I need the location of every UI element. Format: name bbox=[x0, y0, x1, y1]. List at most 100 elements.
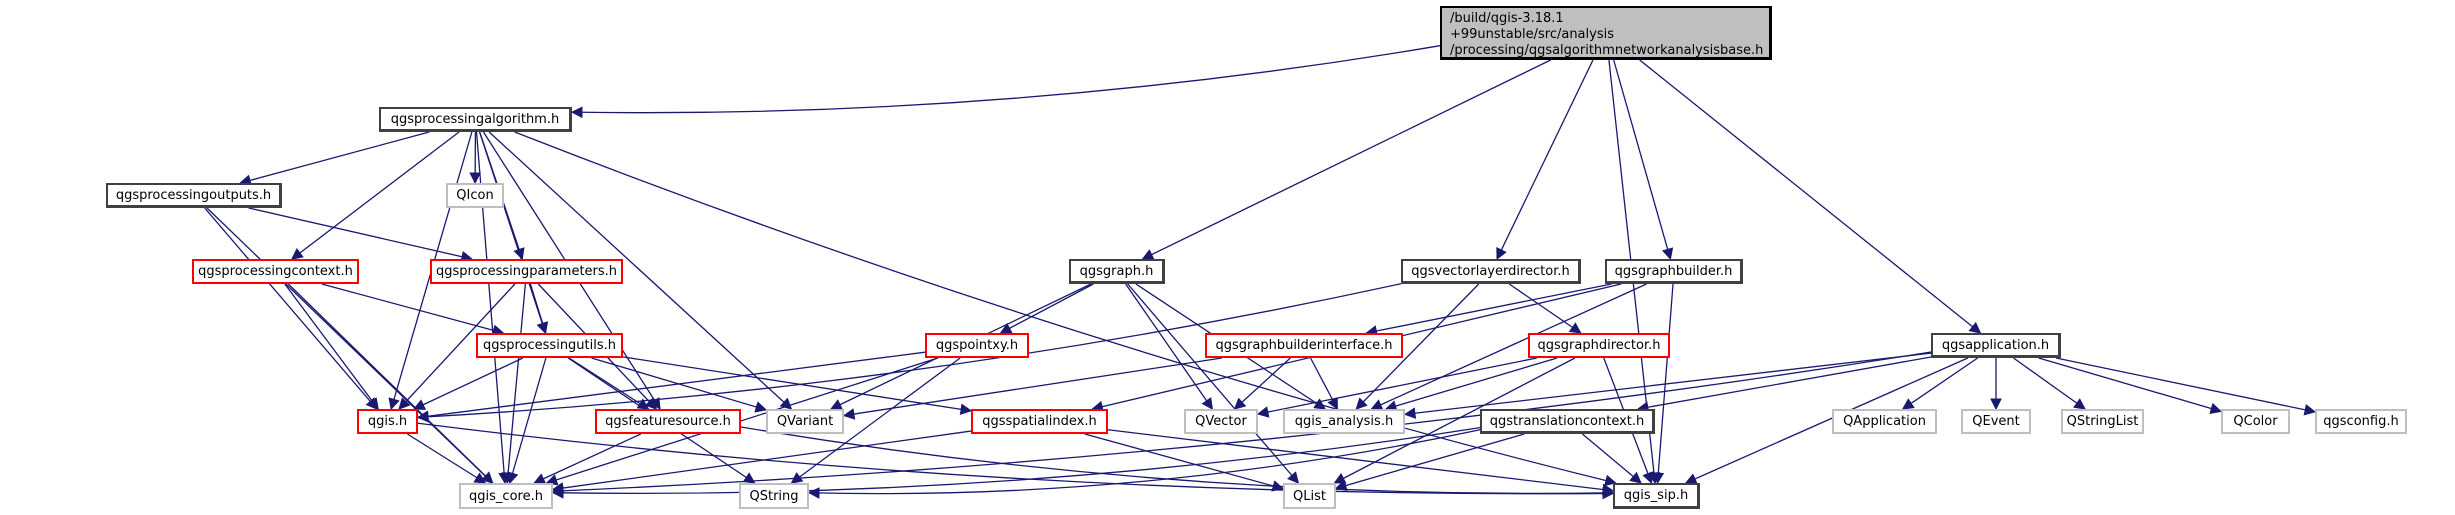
node-qapplication[interactable]: QApplication bbox=[1832, 409, 1937, 434]
node-spidx[interactable]: qgsspatialindex.h bbox=[971, 409, 1108, 434]
edge-alg-to-core bbox=[475, 131, 510, 485]
edge-alg-to-utils bbox=[478, 131, 548, 335]
edge-spidx-to-qlist bbox=[1084, 433, 1285, 492]
node-label: QString bbox=[749, 488, 799, 504]
edge-vld-to-analysis bbox=[1355, 283, 1480, 410]
node-app[interactable]: qgsapplication.h bbox=[1931, 333, 2061, 358]
node-label: QIcon bbox=[456, 188, 494, 203]
edge-gbi-to-qvector bbox=[1233, 357, 1291, 410]
node-core[interactable]: qgis_core.h bbox=[459, 483, 553, 509]
node-vld[interactable]: qgsvectorlayerdirector.h bbox=[1401, 259, 1581, 284]
node-label: qgsvectorlayerdirector.h bbox=[1411, 263, 1570, 279]
node-utils[interactable]: qgsprocessingutils.h bbox=[476, 333, 623, 358]
edge-params-to-utils bbox=[529, 283, 549, 335]
node-label: qgsprocessingparameters.h bbox=[435, 264, 618, 279]
node-label: qgspointxy.h bbox=[935, 338, 1019, 353]
node-qvariant[interactable]: QVariant bbox=[766, 409, 844, 434]
root-file-label: /build/qgis-3.18.1 +99unstable/src/analy… bbox=[1450, 11, 1764, 58]
node-alg[interactable]: qgsprocessingalgorithm.h bbox=[379, 107, 572, 132]
edge-outputs-to-qgis bbox=[204, 207, 378, 410]
edge-root-to-app bbox=[1639, 59, 1982, 334]
node-gb[interactable]: qgsgraphbuilder.h bbox=[1605, 259, 1743, 284]
node-label: QColor bbox=[2233, 414, 2278, 429]
edge-graph-to-pointxy bbox=[999, 283, 1094, 334]
node-qgsconfig[interactable]: qgsconfig.h bbox=[2315, 409, 2407, 434]
node-params[interactable]: qgsprocessingparameters.h bbox=[430, 259, 623, 284]
edge-outputs-to-params bbox=[248, 207, 473, 263]
edge-context-to-qgis bbox=[284, 283, 379, 410]
node-graph[interactable]: qgsgraph.h bbox=[1069, 259, 1165, 284]
edge-trctx-to-core bbox=[551, 426, 1481, 499]
edge-spidx-to-core bbox=[551, 430, 972, 494]
root-file-node[interactable]: /build/qgis-3.18.1 +99unstable/src/analy… bbox=[1440, 6, 1772, 60]
node-label: qgis.h bbox=[367, 414, 408, 429]
edge-params-to-core bbox=[502, 283, 527, 485]
edge-featsrc-to-core bbox=[533, 433, 642, 484]
node-gbi[interactable]: qgsgraphbuilderinterface.h bbox=[1205, 333, 1403, 358]
edge-alg-to-sip bbox=[514, 131, 1617, 487]
node-label: qgstranslationcontext.h bbox=[1489, 413, 1645, 429]
edge-vld-to-qgis bbox=[416, 283, 1402, 423]
node-label: qgsgraphbuilderinterface.h bbox=[1215, 338, 1393, 353]
edge-root-to-vld bbox=[1496, 59, 1594, 261]
edge-app-to-trctx bbox=[1636, 356, 1932, 413]
node-qevent[interactable]: QEvent bbox=[1961, 409, 2031, 434]
node-context[interactable]: qgsprocessingcontext.h bbox=[192, 259, 359, 284]
node-qgis[interactable]: qgis.h bbox=[357, 409, 418, 434]
node-label: qgis_core.h bbox=[469, 488, 543, 504]
node-analysis[interactable]: qgis_analysis.h bbox=[1283, 409, 1405, 434]
edge-app-to-qcolor bbox=[2038, 357, 2223, 415]
edge-utils-to-featsrc bbox=[568, 357, 650, 410]
node-label: QApplication bbox=[1843, 414, 1926, 429]
edge-context-to-utils bbox=[321, 283, 505, 336]
edge-gb-to-gbi bbox=[1365, 283, 1612, 337]
edge-app-to-qstringlist bbox=[2013, 357, 2086, 410]
node-label: qgsgraph.h bbox=[1079, 263, 1154, 279]
edge-gbi-to-analysis bbox=[1310, 357, 1338, 411]
node-gdir[interactable]: qgsgraphdirector.h bbox=[1528, 333, 1670, 358]
node-label: QEvent bbox=[1972, 414, 2020, 429]
node-label: qgsprocessingalgorithm.h bbox=[390, 111, 560, 127]
node-qstring[interactable]: QString bbox=[739, 483, 809, 509]
node-label: QStringList bbox=[2066, 414, 2139, 429]
edge-app-to-qgsconfig bbox=[2055, 357, 2317, 416]
edge-pointxy-to-qstring bbox=[790, 357, 961, 484]
edge-trctx-to-qstring bbox=[807, 429, 1481, 499]
node-qcolor[interactable]: QColor bbox=[2221, 409, 2290, 434]
node-pointxy[interactable]: qgspointxy.h bbox=[925, 333, 1029, 358]
edge-featsrc-to-sip bbox=[740, 426, 1615, 499]
node-label: QVector bbox=[1195, 414, 1247, 429]
edge-pointxy-to-core bbox=[545, 357, 939, 486]
node-label: qgis_analysis.h bbox=[1294, 414, 1394, 429]
edge-gdir-to-analysis bbox=[1384, 357, 1558, 412]
node-label: qgsprocessingoutputs.h bbox=[115, 187, 272, 203]
edge-vld-to-gdir bbox=[1508, 283, 1582, 334]
edge-alg-to-context bbox=[291, 131, 460, 260]
edge-app-to-core bbox=[551, 351, 1932, 497]
node-label: qgsapplication.h bbox=[1941, 337, 2050, 353]
node-label: qgsfeaturesource.h bbox=[605, 414, 731, 429]
edge-gb-to-analysis bbox=[1370, 283, 1647, 410]
node-qicon[interactable]: QIcon bbox=[446, 183, 504, 208]
edge-root-to-alg bbox=[570, 45, 1441, 119]
edge-context-to-core bbox=[287, 283, 494, 484]
edge-alg-to-qvariant bbox=[488, 131, 793, 410]
node-outputs[interactable]: qgsprocessingoutputs.h bbox=[106, 183, 282, 208]
edge-trctx-to-qlist bbox=[1334, 433, 1525, 492]
edge-graph-to-qvector bbox=[1125, 283, 1213, 410]
node-trctx[interactable]: qgstranslationcontext.h bbox=[1480, 409, 1655, 434]
node-sip[interactable]: qgis_sip.h bbox=[1613, 483, 1700, 509]
edge-alg-to-outputs bbox=[239, 131, 430, 186]
node-qlist[interactable]: QList bbox=[1283, 483, 1336, 509]
node-qvector[interactable]: QVector bbox=[1184, 409, 1258, 434]
node-featsrc[interactable]: qgsfeaturesource.h bbox=[595, 409, 741, 434]
edge-utils-to-core bbox=[507, 357, 547, 485]
edge-app-to-qapplication bbox=[1901, 357, 1979, 410]
node-label: qgsgraphdirector.h bbox=[1537, 338, 1661, 353]
node-label: qgsgraphbuilder.h bbox=[1614, 263, 1733, 279]
edge-gbi-to-qvariant bbox=[842, 357, 1223, 420]
edge-app-to-analysis bbox=[1403, 352, 1932, 419]
node-qstringlist[interactable]: QStringList bbox=[2061, 409, 2144, 434]
edge-qgis-to-sip bbox=[417, 422, 1615, 500]
node-label: QVariant bbox=[776, 414, 834, 429]
